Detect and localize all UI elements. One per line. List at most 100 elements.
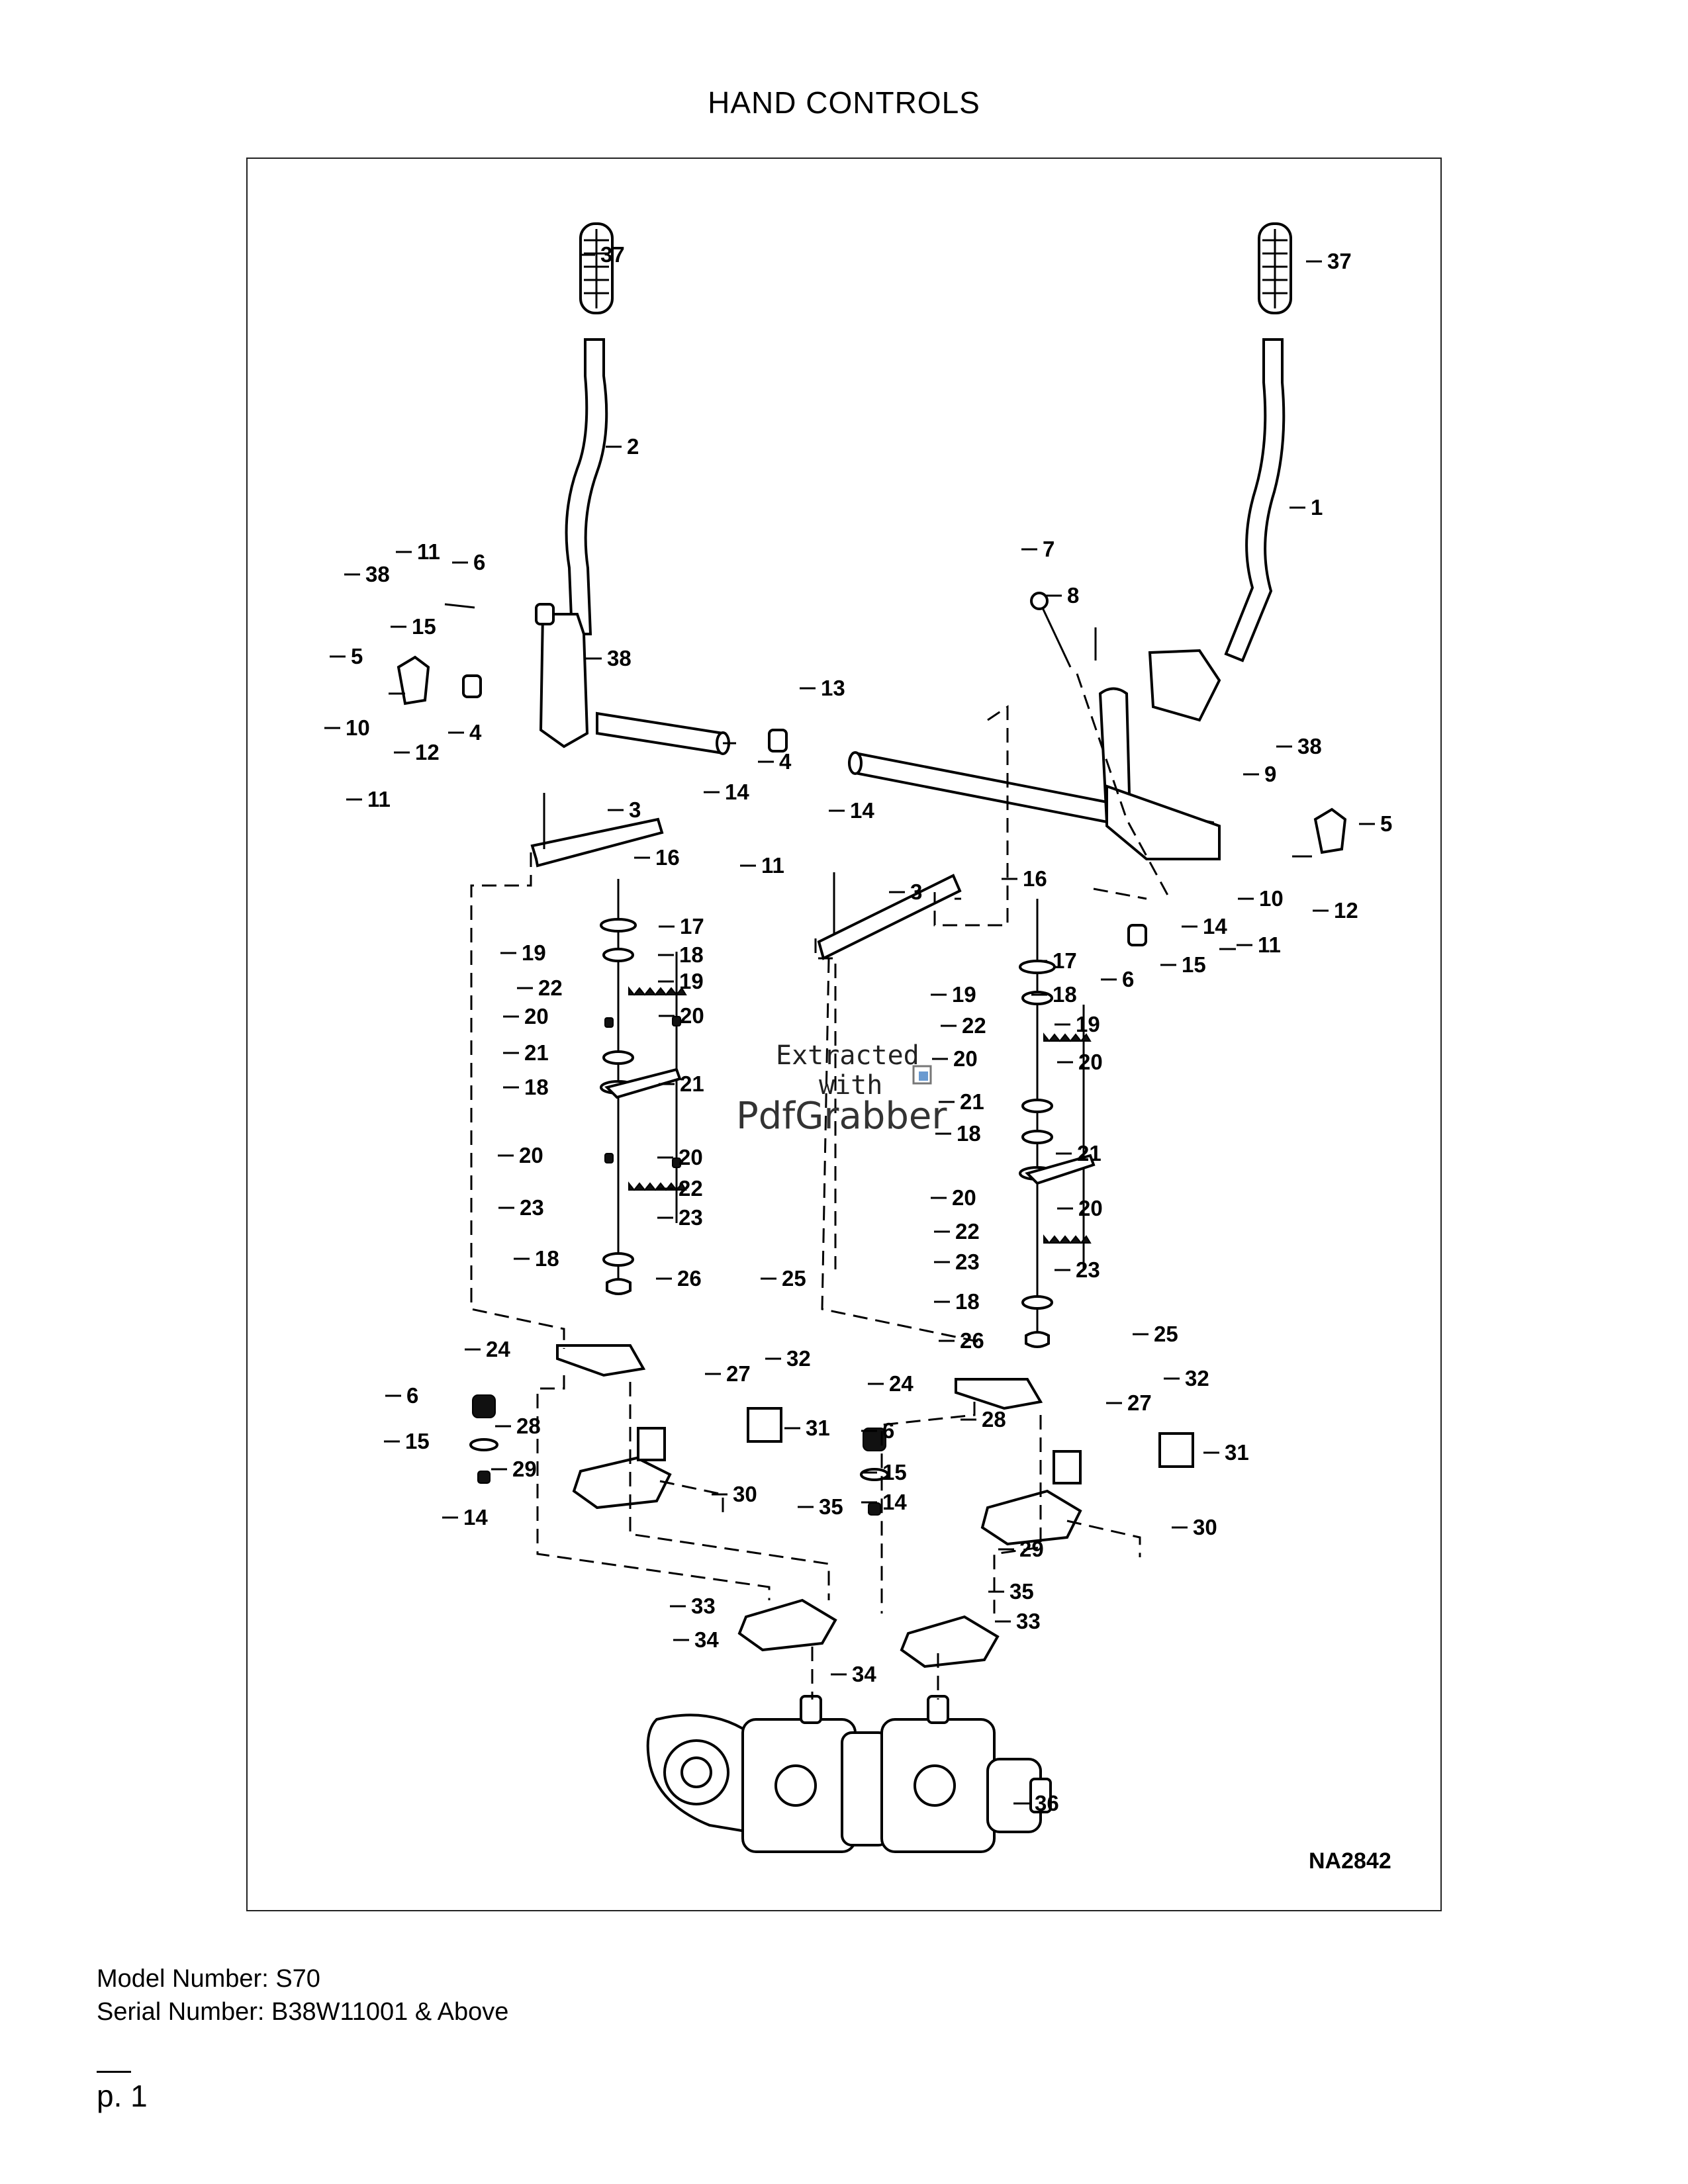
callout-14: 14 xyxy=(725,780,749,804)
callout-3: 3 xyxy=(629,797,641,822)
callout-24: 24 xyxy=(889,1371,914,1396)
callout-18: 18 xyxy=(955,1289,980,1314)
bushing-top xyxy=(535,603,555,625)
callout-21: 21 xyxy=(960,1089,984,1114)
callout-34: 34 xyxy=(852,1662,876,1686)
callout-10: 10 xyxy=(1259,886,1284,911)
left-control-lever xyxy=(556,1344,646,1377)
callout-19: 19 xyxy=(952,982,976,1007)
callout-37: 37 xyxy=(1327,249,1352,273)
right-plate xyxy=(980,1489,1082,1546)
callout-11: 11 xyxy=(1258,933,1281,957)
callout-9: 9 xyxy=(1264,762,1276,786)
callout-22: 22 xyxy=(962,1013,986,1038)
callout-10: 10 xyxy=(346,715,370,740)
callout-13: 13 xyxy=(821,676,845,700)
callout-6: 6 xyxy=(1122,967,1134,991)
callout-11: 11 xyxy=(761,853,784,878)
page-title: HAND CONTROLS xyxy=(708,85,980,120)
bolts-top xyxy=(389,600,1312,950)
callout-16: 16 xyxy=(655,845,680,870)
callout-23: 23 xyxy=(955,1250,980,1274)
watermark-logo-icon xyxy=(912,1065,932,1085)
callout-18: 18 xyxy=(524,1075,549,1099)
callout-22: 22 xyxy=(955,1219,980,1244)
watermark-line2: with xyxy=(819,1070,882,1101)
callout-1: 1 xyxy=(1311,495,1323,520)
callout-20: 20 xyxy=(953,1046,978,1071)
callout-18: 18 xyxy=(679,942,704,967)
callout-26: 26 xyxy=(677,1266,702,1291)
right-pivot-block xyxy=(1313,807,1347,854)
left-pivot-block xyxy=(397,655,430,705)
callout-12: 12 xyxy=(1334,898,1358,923)
callout-18: 18 xyxy=(1053,982,1077,1007)
callout-4: 4 xyxy=(469,720,482,745)
callout-36: 36 xyxy=(1035,1791,1059,1815)
left-lever-bracket xyxy=(539,613,589,749)
callout-25: 25 xyxy=(782,1266,806,1291)
callout-7: 7 xyxy=(1043,537,1055,561)
callout-32: 32 xyxy=(1185,1366,1209,1390)
clevis-pin-head xyxy=(1030,592,1049,610)
callout-6: 6 xyxy=(473,550,485,574)
watermark-line1: Extracted xyxy=(776,1040,919,1071)
callout-33: 33 xyxy=(691,1594,716,1618)
callout-27: 27 xyxy=(726,1361,751,1386)
model-number: Model Number: S70 xyxy=(97,1965,320,1993)
callout-15: 15 xyxy=(882,1460,907,1484)
callout-14: 14 xyxy=(882,1490,907,1514)
bushing-6-right xyxy=(863,1428,886,1451)
parts-artwork xyxy=(389,222,1347,1853)
callout-15: 15 xyxy=(1182,952,1206,977)
callout-6: 6 xyxy=(882,1418,894,1443)
assembly-dashed-lines xyxy=(470,673,1171,1700)
serial-number: Serial Number: B38W11001 & Above xyxy=(97,1998,509,2026)
callout-14: 14 xyxy=(463,1505,488,1529)
callout-38: 38 xyxy=(365,562,390,586)
callout-23: 23 xyxy=(520,1195,544,1220)
callout-20: 20 xyxy=(952,1185,976,1210)
left-plate xyxy=(572,1456,672,1510)
right-pivot-arm xyxy=(1105,784,1221,860)
callout-35: 35 xyxy=(819,1494,843,1519)
left-bracket-31 xyxy=(747,1407,782,1443)
callout-19: 19 xyxy=(1076,1012,1100,1036)
left-valve-plate xyxy=(737,1598,837,1652)
callout-4: 4 xyxy=(779,749,792,774)
callout-23: 23 xyxy=(679,1205,703,1230)
callout-19: 19 xyxy=(679,969,704,993)
callout-27: 27 xyxy=(1127,1390,1152,1415)
page-number: p. 1 xyxy=(97,2079,148,2113)
right-bracket-31 xyxy=(1158,1432,1194,1468)
callout-12: 12 xyxy=(415,740,440,764)
left-handle-lever xyxy=(565,338,608,635)
callout-15: 15 xyxy=(405,1429,430,1453)
callout-22: 22 xyxy=(679,1176,703,1201)
right-hand-grip xyxy=(1258,222,1292,314)
callout-34: 34 xyxy=(694,1627,719,1652)
callout-24: 24 xyxy=(486,1337,510,1361)
right-lever-bracket xyxy=(1148,649,1221,722)
callout-17: 17 xyxy=(1053,948,1077,973)
bushing-center xyxy=(768,729,788,752)
callout-17: 17 xyxy=(680,914,704,938)
callout-32: 32 xyxy=(786,1346,811,1371)
callout-38: 38 xyxy=(607,646,632,670)
bushing-left xyxy=(462,674,482,698)
callout-16: 16 xyxy=(1023,866,1047,891)
callout-30: 30 xyxy=(1193,1515,1217,1539)
figure-id: NA2842 xyxy=(1309,1848,1391,1874)
callout-21: 21 xyxy=(524,1040,549,1065)
callout-3: 3 xyxy=(910,880,922,904)
callout-2: 2 xyxy=(627,434,639,459)
callout-26: 26 xyxy=(960,1328,984,1353)
right-valve-stack xyxy=(1019,899,1096,1348)
callout-31: 31 xyxy=(806,1416,830,1440)
callout-14: 14 xyxy=(1203,914,1227,938)
hydraulic-pump xyxy=(646,1695,1052,1853)
callout-6: 6 xyxy=(406,1383,418,1408)
bushing-6-left xyxy=(472,1394,496,1418)
callout-14: 14 xyxy=(850,798,874,823)
